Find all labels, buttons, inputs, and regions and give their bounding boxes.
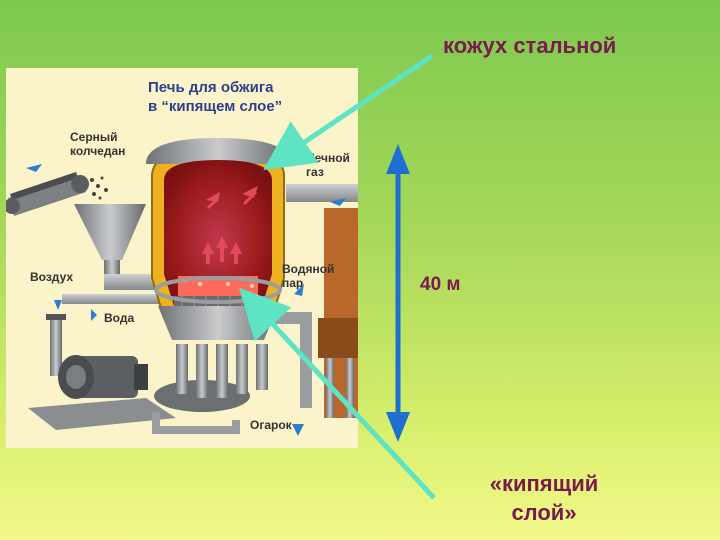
- air-header: [62, 294, 162, 304]
- conveyor-belt: [6, 172, 89, 216]
- label-steam-line-1: Водяной: [282, 262, 335, 276]
- flow-arrows: [202, 186, 258, 264]
- feed-pipe: [104, 274, 162, 290]
- feed-hopper: [74, 204, 146, 260]
- steel-shell-label: кожух стальной: [443, 33, 617, 58]
- diagram-title-line-2: в “кипящем слое”: [148, 98, 283, 115]
- boiling-bed-pointer: [239, 287, 436, 500]
- blower-motor: [28, 355, 176, 430]
- label-pyrite: Серный колчедан: [70, 130, 125, 158]
- direction-arrows: [26, 164, 346, 436]
- label-pyrite-line-2: колчедан: [70, 144, 126, 158]
- label-water: Вода: [104, 311, 135, 325]
- furnace-lid: [146, 138, 290, 164]
- label-pyrite-line-1: Серный: [70, 130, 118, 144]
- air-pipe: [50, 316, 62, 376]
- diagram-title-line-1: Печь для обжига: [148, 79, 274, 96]
- gas-outlet-pipe: [286, 184, 358, 202]
- boiling-bed-label-line-1: «кипящий: [489, 471, 599, 496]
- furnace-illustration: [6, 138, 358, 436]
- label-steam-line-2: пар: [282, 276, 304, 290]
- pyrite-grains: [90, 176, 108, 200]
- label-steam: Водяной пар: [282, 262, 334, 290]
- steel-shell-pointer: [263, 53, 434, 170]
- boiling-bed-label: «кипящий слой»: [470, 469, 618, 527]
- diagram-title: Печь для обжига в “кипящем слое”: [148, 78, 282, 116]
- height-label: 40 м: [420, 274, 461, 295]
- label-air: Воздух: [30, 270, 74, 284]
- height-arrow: [386, 144, 410, 442]
- boiling-bed-label-line-2: слой»: [511, 500, 577, 525]
- cyclone-leg: [346, 358, 354, 418]
- furnace-support: [154, 344, 268, 412]
- label-cinder: Огарок: [250, 418, 292, 432]
- cyclone-cone: [318, 318, 358, 358]
- furnace-chamber: [164, 160, 272, 306]
- boiling-layer: [178, 276, 258, 296]
